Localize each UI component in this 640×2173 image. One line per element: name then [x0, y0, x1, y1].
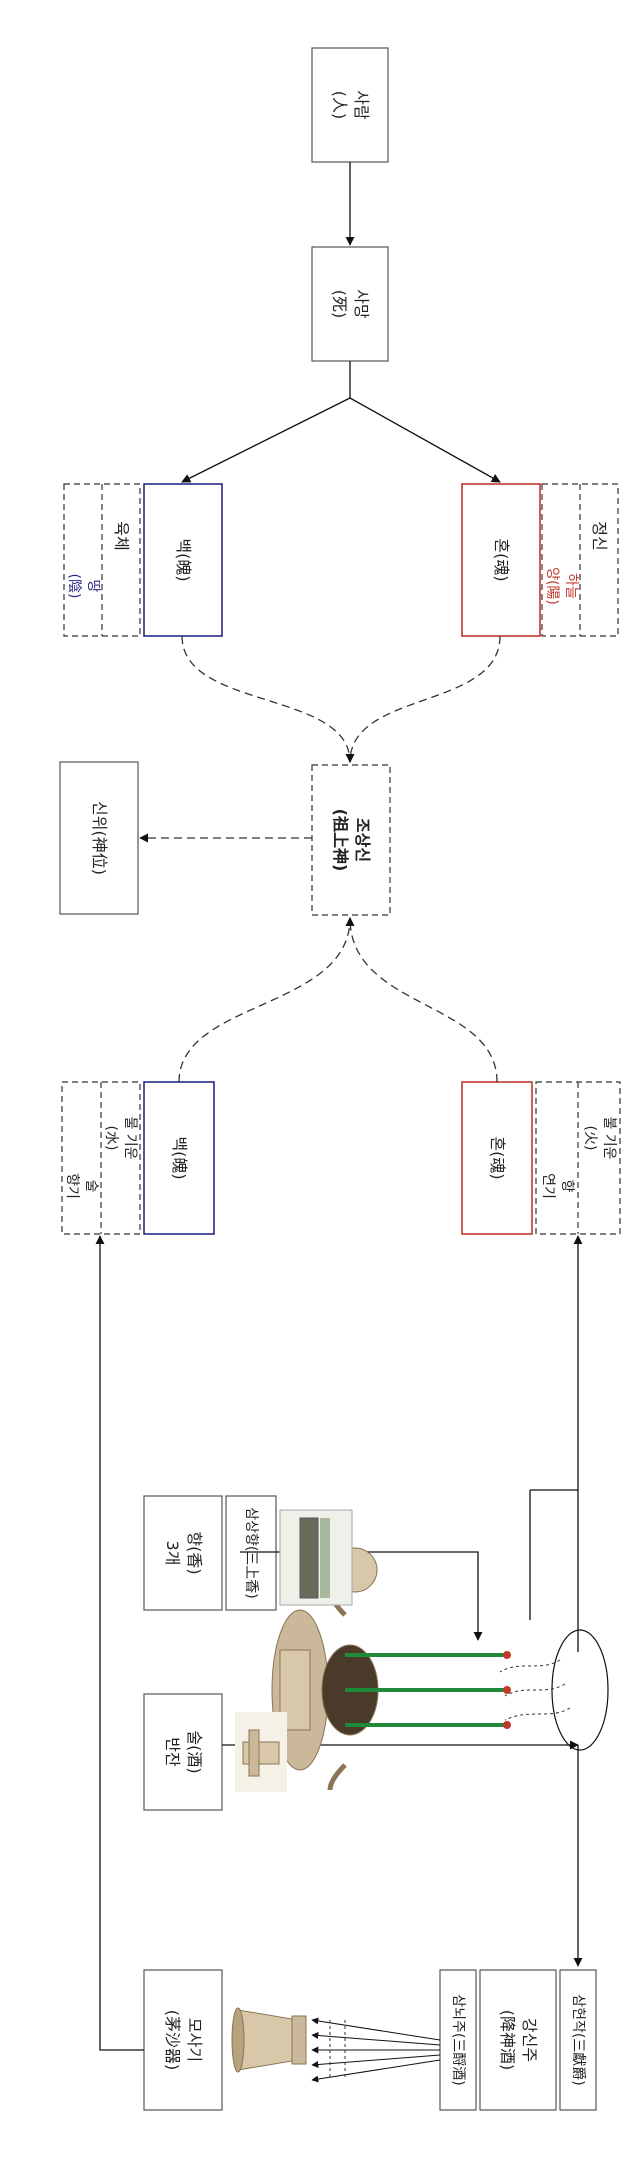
baek-top-earth-line1: 땅 — [84, 579, 101, 593]
wine-label: 술(酒) 반잔 — [163, 1694, 204, 1810]
three-offerings-box — [559, 1969, 597, 2111]
descend-wine-line2: (降神酒) — [498, 2009, 517, 2071]
baek-bottom-water: 물 기운 (水) — [102, 1100, 138, 1176]
wine-line1: 술(酒) — [184, 1730, 204, 1774]
incense-title-box — [225, 1495, 277, 1611]
death-to-hon-arrow — [349, 397, 501, 483]
sand-bowl-label: 모사기 (茅沙器) — [163, 1970, 204, 2110]
sand-bowl-illustration — [231, 2007, 307, 2073]
baek-top-to-ancestor-curve — [181, 635, 355, 763]
incense-sticks-illustration — [279, 1509, 353, 1606]
person-line2: (人) — [330, 90, 349, 120]
ancestor-box — [311, 764, 391, 916]
hon-bottom-smoke-line2: 연기 — [540, 1173, 556, 1199]
hon-bottom-fire-line1: 불 기운 — [600, 1116, 617, 1160]
incense-count: 향(香) 3개 — [163, 1496, 204, 1610]
hon-top-heaven-line1: 하늘 — [562, 573, 579, 599]
hon-top-label: 혼(魂) — [491, 538, 511, 582]
three-pours-label: 삼뇌주(三酹酒) — [450, 1994, 467, 2086]
hon-bottom-fire: 불 기운 (火) — [581, 1100, 617, 1176]
baek-top-body: 육체 — [111, 521, 131, 551]
baek-bottom-attr-box — [61, 1081, 141, 1235]
hon-top-heaven-line2: 양(陽) — [544, 567, 560, 605]
baek-bottom-aroma-line1: 술 — [82, 1179, 99, 1193]
baek-bottom-aroma-line2: 향기 — [64, 1173, 80, 1199]
baek-top-label: 백(魄) — [173, 538, 193, 582]
death-line1: 사망 — [351, 289, 371, 319]
baek-bottom-aroma: 술 향기 — [63, 1148, 99, 1224]
wine-box — [143, 1693, 223, 1811]
baek-top-earth: 땅 (陰) — [66, 548, 101, 624]
death-line2: (死) — [330, 289, 349, 319]
ancestor-label: 조상신 (祖上神) — [331, 765, 372, 915]
hon-top-heaven: 하늘 양(陽) — [544, 548, 579, 624]
death-label: 사망 (死) — [330, 247, 371, 361]
incense-count-line2: 3개 — [163, 1540, 182, 1566]
tablet-box — [59, 761, 139, 915]
tablet-label: 신위(神位) — [89, 801, 109, 875]
sand-bowl-line2: (茅沙器) — [163, 2009, 182, 2071]
death-to-baek-arrow — [181, 397, 351, 483]
hon-top-spirit: 정신 — [589, 521, 609, 551]
sand-bowl-line1: 모사기 — [184, 2017, 204, 2063]
hon-top-box — [461, 483, 541, 637]
wine-cup-illustration — [235, 1712, 287, 1792]
ancestor-line1: 조상신 — [352, 817, 372, 863]
baek-bottom-water-line1: 물 기운 — [121, 1116, 138, 1160]
hon-bottom-smoke: 향 연기 — [539, 1148, 575, 1224]
sand-to-baek-arrow — [95, 1235, 144, 2051]
baek-top-earth-line2: (陰) — [66, 573, 82, 599]
incense-count-line1: 향(香) — [184, 1531, 204, 1575]
baek-bottom-water-line2: (水) — [103, 1125, 119, 1151]
hon-bottom-smoke-line1: 향 — [558, 1179, 575, 1193]
baek-bottom-label: 백(魄) — [169, 1136, 189, 1180]
incense-count-box — [143, 1495, 223, 1611]
hon-bottom-label: 혼(魂) — [487, 1136, 507, 1180]
person-line1: 사람 — [351, 90, 371, 120]
hon-bottom-fire-line2: (火) — [582, 1125, 598, 1151]
ancestor-line2: (祖上神) — [331, 808, 350, 872]
descend-wine-box — [479, 1969, 557, 2111]
hon-top-to-ancestor-curve — [345, 635, 501, 763]
person-label: 사람 (人) — [330, 48, 371, 162]
incense-title: 삼상향(三上香) — [243, 1507, 260, 1599]
descend-wine-line1: 강신주 — [519, 2017, 539, 2063]
sand-bowl-box — [143, 1969, 223, 2111]
baek-top-box — [143, 483, 223, 637]
hon-bottom-to-ancestor-curve — [345, 917, 498, 1083]
descend-wine-label: 강신주 (降神酒) — [498, 1970, 539, 2110]
wine-line2: 반잔 — [163, 1737, 182, 1767]
ritual-ellipse — [551, 1629, 609, 1751]
three-offerings-label: 삼헌작(三獻爵) — [570, 1994, 587, 2086]
baek-bottom-to-ancestor-curve — [178, 917, 355, 1083]
